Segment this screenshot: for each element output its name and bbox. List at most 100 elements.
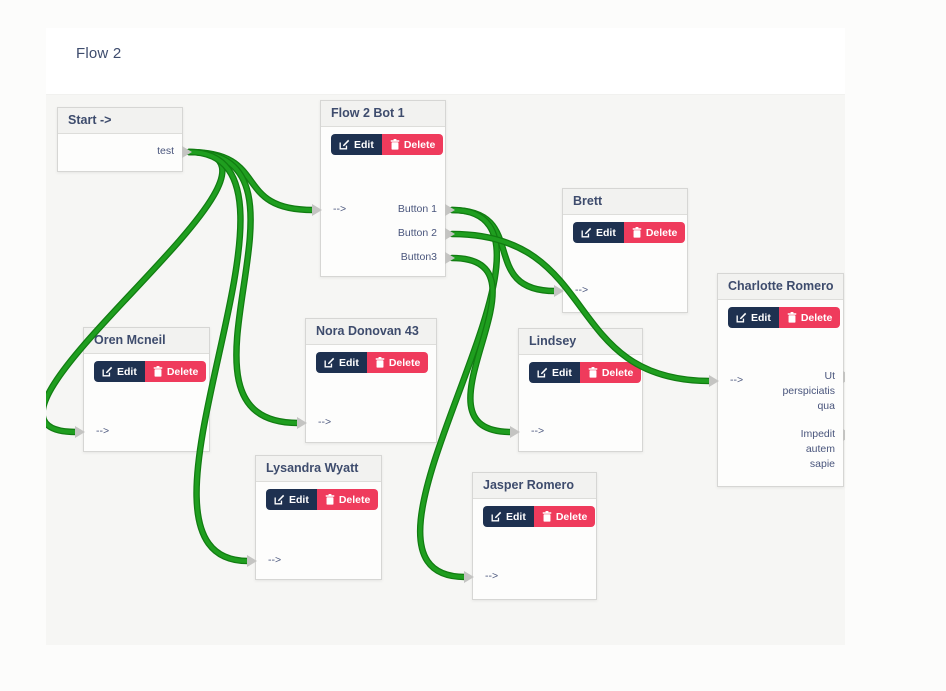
edit-icon (339, 139, 350, 150)
port-label-btn2: Button 2 (397, 227, 437, 239)
node-title: Nora Donovan 43 (306, 319, 436, 345)
delete-button-label: Delete (645, 226, 678, 239)
edit-button[interactable]: Edit (331, 134, 382, 155)
node-title: Charlotte Romero (718, 274, 843, 300)
connection-edge (450, 208, 557, 293)
edit-icon (102, 366, 113, 377)
port-label-test: test (157, 145, 174, 157)
edit-icon (537, 367, 548, 378)
node-title: Start -> (58, 108, 182, 134)
trash-icon (375, 357, 385, 368)
trash-icon (390, 139, 400, 150)
port-marker-test[interactable] (182, 146, 192, 158)
node-toolbar: Edit Delete (94, 361, 209, 382)
port-label-charlotte-in: --> (730, 374, 744, 386)
delete-button-label: Delete (403, 138, 436, 151)
node-start[interactable]: Start -> test (57, 107, 183, 172)
node-toolbar: Edit Delete (266, 489, 381, 510)
delete-button[interactable]: Delete (579, 362, 642, 383)
trash-icon (153, 366, 163, 377)
port-label-oren-in: --> (96, 425, 110, 437)
edit-button[interactable]: Edit (573, 222, 624, 243)
port-label-lysandra-in: --> (268, 554, 282, 566)
delete-button[interactable]: Delete (778, 307, 841, 328)
edit-button-label: Edit (506, 510, 526, 523)
trash-icon (787, 312, 797, 323)
node-title: Jasper Romero (473, 473, 596, 499)
delete-button[interactable]: Delete (366, 352, 429, 373)
connection-edge (448, 254, 515, 436)
delete-button-label: Delete (166, 365, 199, 378)
node-nora[interactable]: Nora Donovan 43 Edit Delete --> (305, 318, 437, 443)
node-toolbar: Edit Delete (316, 352, 436, 373)
edit-icon (274, 494, 285, 505)
port-label-charlotte-out2: Impedit autem sapie (800, 428, 835, 470)
node-toolbar: Edit Delete (331, 134, 445, 155)
trash-icon (588, 367, 598, 378)
node-toolbar: Edit Delete (483, 506, 596, 527)
trash-icon (542, 511, 552, 522)
edit-icon (736, 312, 747, 323)
node-toolbar: Edit Delete (529, 362, 642, 383)
port-marker-btn3[interactable] (445, 252, 455, 264)
connection-edge (450, 256, 513, 434)
delete-button[interactable]: Delete (381, 134, 444, 155)
node-title: Lindsey (519, 329, 642, 355)
delete-button-label: Delete (800, 311, 833, 324)
node-title: Flow 2 Bot 1 (321, 101, 445, 127)
edit-icon (491, 511, 502, 522)
port-label-jasper-in: --> (485, 570, 499, 582)
delete-button[interactable]: Delete (533, 506, 596, 527)
connection-edge (187, 150, 315, 212)
edit-button[interactable]: Edit (728, 307, 779, 328)
port-marker-btn2[interactable] (445, 228, 455, 240)
edit-button[interactable]: Edit (483, 506, 534, 527)
port-label-btn1: Button 1 (397, 203, 437, 215)
trash-icon (325, 494, 335, 505)
edit-button-label: Edit (751, 311, 771, 324)
edit-icon (324, 357, 335, 368)
delete-button[interactable]: Delete (144, 361, 207, 382)
edit-button[interactable]: Edit (529, 362, 580, 383)
delete-button-label: Delete (338, 493, 371, 506)
flow-header-panel: Flow 2 (46, 28, 845, 95)
node-title: Lysandra Wyatt (256, 456, 381, 482)
node-title: Oren Mcneil (84, 328, 209, 354)
port-label-bot1-in: --> (333, 203, 347, 215)
trash-icon (632, 227, 642, 238)
edit-button-label: Edit (596, 226, 616, 239)
node-toolbar: Edit Delete (728, 307, 843, 328)
edit-button[interactable]: Edit (316, 352, 367, 373)
connection-edge (185, 148, 317, 214)
delete-button[interactable]: Delete (623, 222, 686, 243)
edit-button-label: Edit (339, 356, 359, 369)
edit-icon (581, 227, 592, 238)
node-bot1[interactable]: Flow 2 Bot 1 Edit Delete --> Button 1 Button … (320, 100, 446, 277)
node-title: Brett (563, 189, 687, 215)
edit-button-label: Edit (354, 138, 374, 151)
node-toolbar: Edit Delete (573, 222, 687, 243)
edit-button[interactable]: Edit (266, 489, 317, 510)
edit-button-label: Edit (289, 493, 309, 506)
port-label-nora-in: --> (318, 416, 332, 428)
edit-button-label: Edit (117, 365, 137, 378)
port-label-btn3: Button3 (400, 251, 437, 263)
delete-button[interactable]: Delete (316, 489, 379, 510)
delete-button-label: Delete (601, 366, 634, 379)
edit-button[interactable]: Edit (94, 361, 145, 382)
port-marker-btn1[interactable] (445, 204, 455, 216)
edit-button-label: Edit (552, 366, 572, 379)
connection-edge (448, 206, 559, 295)
port-label-lindsey-in: --> (531, 425, 545, 437)
delete-button-label: Delete (388, 356, 421, 369)
port-label-brett-in: --> (575, 284, 589, 296)
delete-button-label: Delete (555, 510, 588, 523)
port-label-charlotte-out1: Ut perspiciatis qua (782, 370, 835, 412)
